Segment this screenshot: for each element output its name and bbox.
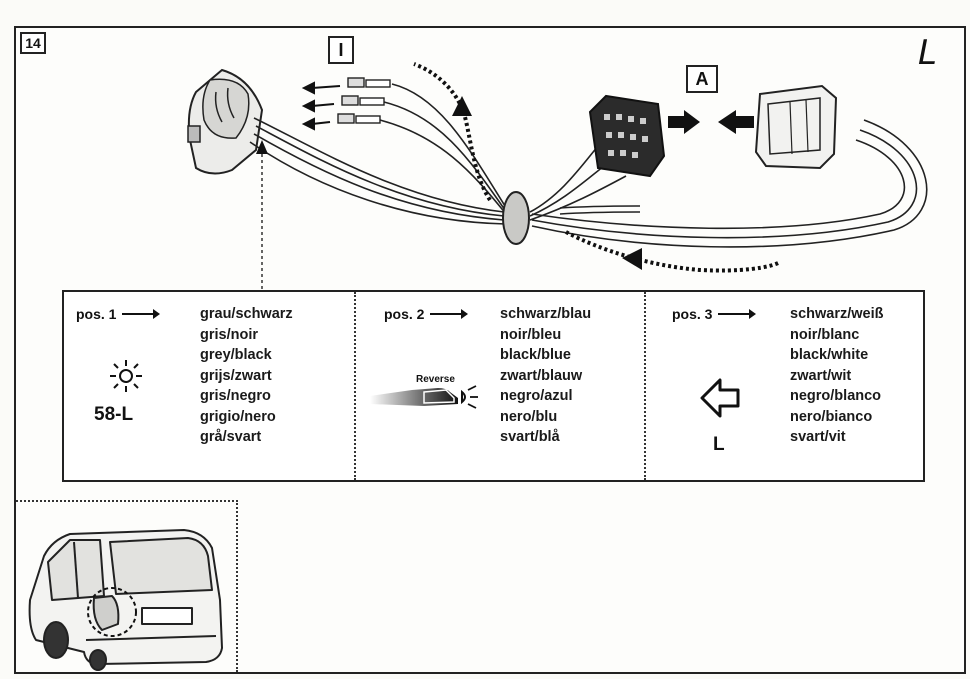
color-entry: zwart/wit — [790, 367, 852, 384]
car-illustration-panel — [16, 500, 238, 672]
color-entry: gris/negro — [200, 388, 271, 404]
pos-1-row: pos. 1 — [76, 306, 161, 322]
color-entry: svart/blå — [500, 429, 560, 445]
right-arrow-icon — [430, 309, 469, 319]
color-entry: noir/bleu — [500, 326, 562, 343]
right-arrow-icon — [718, 309, 757, 319]
pos-3-label: pos. 3 — [672, 306, 713, 322]
pos-3-colors: schwarz/weiß noir/blanc black/white zwar… — [790, 304, 883, 448]
color-entry: grigio/nero — [200, 408, 276, 425]
lamp-highlight-circle — [87, 587, 137, 637]
color-entry: grey/black — [200, 347, 272, 363]
leader-arrowhead — [256, 140, 268, 154]
column-pos-2: pos. 2 schwarz/blau noir/bleu black/blue… — [354, 292, 646, 480]
vehicle-connector — [754, 84, 838, 170]
label-adapter: A — [686, 65, 718, 93]
cable-bundle — [249, 83, 928, 248]
lamp-socket-connector — [187, 68, 264, 175]
pos-3-row: pos. 3 — [672, 306, 757, 322]
color-entry: black/blue — [500, 347, 571, 363]
color-entry: black/white — [790, 347, 869, 363]
color-entry: grijs/zwart — [200, 367, 272, 384]
color-entry: nero/bianco — [790, 408, 873, 425]
left-arrow-icon — [700, 378, 740, 418]
color-entry: zwart/blauw — [500, 367, 583, 384]
pos-2-colors: schwarz/blau noir/bleu black/blue zwart/… — [500, 304, 591, 448]
color-entry: negro/blanco — [790, 388, 882, 404]
color-entry: grå/svart — [200, 429, 262, 445]
connect-arrows — [668, 110, 754, 134]
sun-lamp-icon — [110, 360, 142, 392]
pos-2-label: pos. 2 — [384, 306, 425, 322]
right-arrow-icon — [122, 309, 161, 319]
grommet — [502, 191, 530, 245]
circuit-code-58l: 58-L — [94, 404, 134, 425]
column-pos-1: pos. 1 grau/schwarz gris/noir grey/black… — [64, 292, 354, 480]
side-letter: L — [918, 33, 937, 73]
color-entry: noir/blanc — [790, 326, 860, 343]
column-pos-3: pos. 3 schwarz/weiß noir/blanc black/whi… — [644, 292, 925, 480]
pos-1-label: pos. 1 — [76, 306, 117, 322]
circuit-code-l: L — [713, 434, 725, 455]
step-number: 14 — [20, 32, 46, 54]
reverse-label: Reverse — [416, 374, 455, 385]
pos-1-colors: grau/schwarz gris/noir grey/black grijs/… — [200, 304, 293, 448]
adapter-connector — [588, 94, 666, 178]
color-entry: negro/azul — [500, 388, 573, 404]
label-inside: I — [328, 36, 354, 64]
color-entry: svart/vit — [790, 429, 846, 445]
color-entry: gris/noir — [200, 326, 259, 343]
reverse-light-icon: Reverse — [370, 374, 478, 409]
route-arrowhead-up — [452, 96, 472, 116]
pos-2-row: pos. 2 — [384, 306, 469, 322]
color-entry: nero/blu — [500, 408, 558, 425]
color-entry: grau/schwarz — [200, 306, 293, 322]
color-entry: schwarz/blau — [500, 306, 592, 322]
route-arrowhead-left — [622, 248, 642, 270]
wire-terminals — [301, 77, 391, 131]
color-entry: schwarz/weiß — [790, 306, 884, 322]
wire-color-table: pos. 1 grau/schwarz gris/noir grey/black… — [62, 290, 925, 482]
